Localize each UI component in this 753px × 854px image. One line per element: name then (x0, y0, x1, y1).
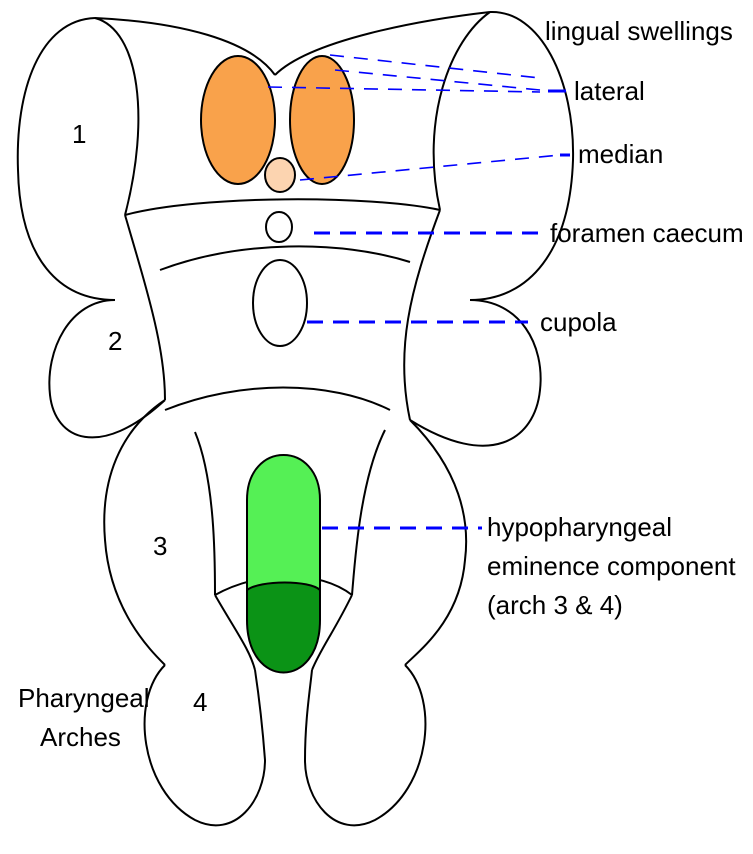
label-cupola: cupola (540, 307, 617, 337)
label-lateral: lateral (574, 76, 645, 106)
cupola (253, 260, 307, 346)
hypopharyngeal-lower (247, 583, 320, 673)
foramen-caecum (266, 212, 292, 242)
label-foramen-caecum: foramen caecum (550, 218, 744, 248)
label-hypopharyngeal-1: hypopharyngeal (487, 512, 672, 542)
arch-number-3: 3 (153, 531, 167, 561)
label-hypopharyngeal-3: (arch 3 & 4) (487, 590, 623, 620)
arch-number-1: 1 (72, 119, 86, 149)
label-median: median (578, 139, 663, 169)
arch-number-2: 2 (108, 326, 122, 356)
label-lingual-swellings: lingual swellings (545, 16, 733, 46)
label-hypopharyngeal-2: eminence component (487, 551, 736, 581)
label-pharyngeal: Pharyngeal (18, 683, 150, 713)
lateral-swelling-left (201, 56, 275, 184)
median-swelling (265, 158, 295, 192)
label-arches: Arches (40, 722, 121, 752)
arch-number-4: 4 (193, 687, 207, 717)
hypopharyngeal-upper (247, 455, 320, 590)
lateral-swelling-right (290, 56, 354, 184)
